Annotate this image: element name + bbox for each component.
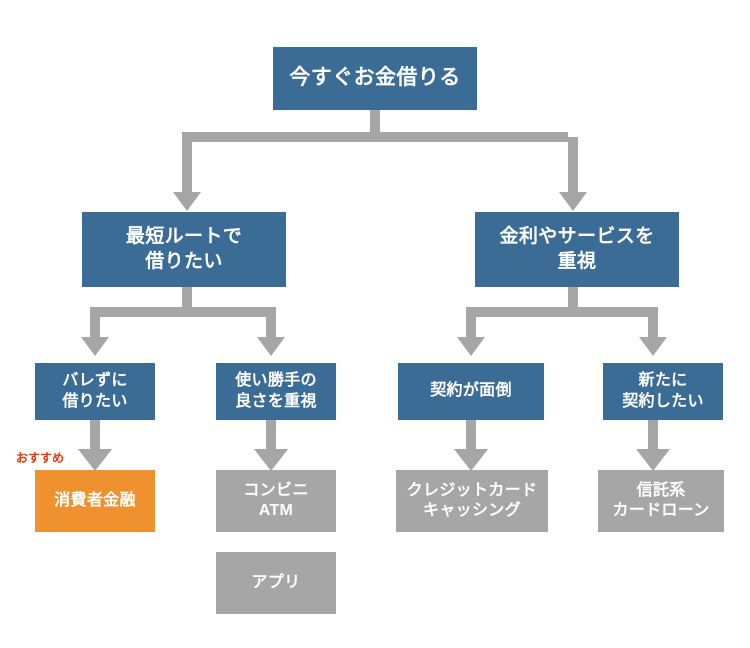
node-branch-left[interactable]: 最短ルートで 借りたい — [82, 212, 286, 287]
node-leaf-apuri[interactable]: アプリ — [216, 552, 336, 614]
connector-left-child2-arrow — [257, 337, 285, 356]
node-leaf-konbini-atm[interactable]: コンビニ ATM — [216, 470, 336, 532]
connector-right-bar — [466, 307, 658, 317]
connector-root-bar — [182, 132, 568, 142]
connector-sub2-drop — [266, 420, 276, 452]
connector-sub3-drop — [466, 420, 476, 452]
recommended-badge: おすすめ — [16, 451, 65, 465]
connector-sub1-arrow — [78, 449, 112, 471]
node-branch-right[interactable]: 金利やサービスを 重視 — [475, 212, 679, 287]
connector-left-child2-drop — [266, 312, 276, 340]
connector-sub3-arrow — [454, 449, 488, 471]
connector-right-child1-drop — [466, 312, 476, 340]
connector-root-left-arrow — [173, 192, 201, 211]
node-leaf-shintakukei-card-loan[interactable]: 信託系 カードローン — [598, 470, 724, 532]
connector-right-stem — [568, 287, 578, 312]
connector-sub1-drop — [90, 420, 100, 452]
node-sub-tsukaigatte[interactable]: 使い勝手の 良さを重視 — [216, 363, 336, 420]
connector-sub2-arrow — [254, 449, 288, 471]
connector-right-child1-arrow — [457, 337, 485, 356]
connector-root-left-drop — [182, 137, 192, 195]
node-root[interactable]: 今すぐお金借りる — [273, 47, 477, 110]
connector-left-child1-arrow — [81, 337, 109, 356]
connector-left-bar — [90, 307, 276, 317]
connector-sub4-arrow — [636, 449, 670, 471]
connector-sub4-drop — [648, 420, 658, 452]
connector-right-child2-arrow — [639, 337, 667, 356]
node-sub-barezuni[interactable]: バレずに 借りたい — [35, 363, 155, 420]
node-leaf-shouhisha-kinyuu[interactable]: 消費者金融 — [35, 470, 155, 532]
connector-root-right-arrow — [559, 192, 587, 211]
node-leaf-credit-card-cashing[interactable]: クレジットカード キャッシング — [396, 470, 548, 532]
connector-left-stem — [182, 287, 192, 312]
connector-root-right-drop — [568, 137, 578, 195]
connector-left-child1-drop — [90, 312, 100, 340]
node-sub-keiyaku-mendou[interactable]: 契約が面倒 — [398, 363, 544, 420]
connector-root-stem — [370, 110, 380, 137]
node-sub-aratani-keiyaku[interactable]: 新たに 契約したい — [603, 363, 723, 420]
connector-right-child2-drop — [648, 312, 658, 340]
